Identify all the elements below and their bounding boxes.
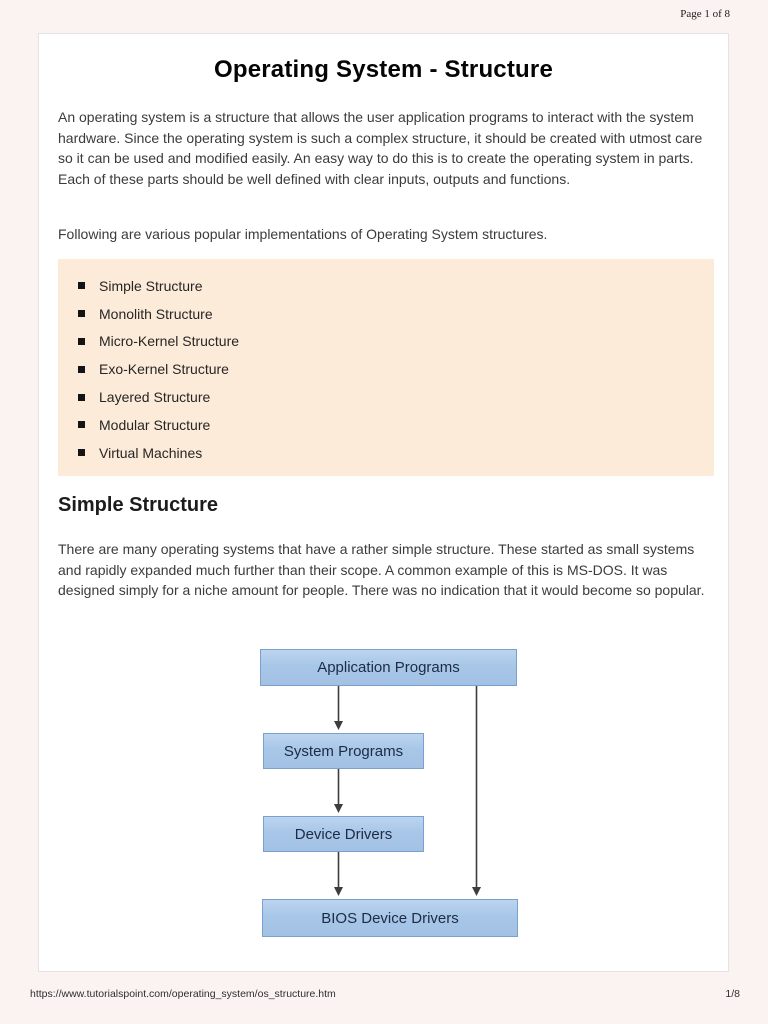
square-bullet-icon xyxy=(78,449,85,457)
section-heading-simple-structure: Simple Structure xyxy=(58,494,219,516)
square-bullet-icon xyxy=(78,310,85,318)
list-item-label: Micro-Kernel Structure xyxy=(99,333,240,350)
list-item: Exo-Kernel Structure xyxy=(58,355,714,383)
footer-url-link[interactable]: https://www.tutorialspoint.com/operating… xyxy=(30,988,336,1000)
structures-callout: Simple Structure Monolith Structure Micr… xyxy=(58,259,714,476)
list-item: Monolith Structure xyxy=(58,300,714,328)
list-item-label: Virtual Machines xyxy=(99,444,203,461)
diagram-node-system-programs: System Programs xyxy=(263,733,424,769)
list-item-label: Simple Structure xyxy=(99,277,203,294)
list-item: Micro-Kernel Structure xyxy=(58,328,714,356)
square-bullet-icon xyxy=(78,421,85,429)
list-item: Simple Structure xyxy=(58,272,714,300)
list-item-label: Monolith Structure xyxy=(99,305,213,322)
document-sheet: Operating System - Structure An operatin… xyxy=(38,33,729,972)
footer-page-indicator: 1/8 xyxy=(725,988,740,1000)
square-bullet-icon xyxy=(78,337,85,345)
diagram-node-bios-device-drivers: BIOS Device Drivers xyxy=(262,899,518,937)
square-bullet-icon xyxy=(78,393,85,401)
square-bullet-icon xyxy=(78,282,85,290)
list-item: Layered Structure xyxy=(58,383,714,411)
list-item: Modular Structure xyxy=(58,411,714,439)
list-item-label: Modular Structure xyxy=(99,416,211,433)
list-item: Virtual Machines xyxy=(58,439,714,467)
page-title: Operating System - Structure xyxy=(213,56,553,83)
page-number-header: Page 1 of 8 xyxy=(680,8,730,20)
list-item-label: Exo-Kernel Structure xyxy=(99,361,229,378)
intro-paragraph: An operating system is a structure that … xyxy=(58,109,703,187)
simple-structure-paragraph: There are many operating systems that ha… xyxy=(58,541,705,599)
implementations-line: Following are various popular implementa… xyxy=(58,226,548,242)
diagram-node-application-programs: Application Programs xyxy=(260,649,517,686)
square-bullet-icon xyxy=(78,365,85,373)
diagram-node-device-drivers: Device Drivers xyxy=(263,816,424,852)
list-item-label: Layered Structure xyxy=(99,389,211,406)
